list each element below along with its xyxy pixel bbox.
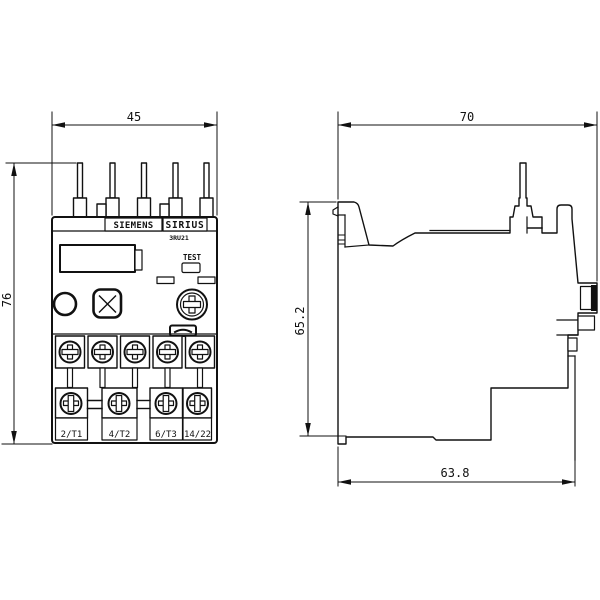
dim-65-2-label: 65.2 (293, 307, 307, 336)
indicator-right (197, 276, 216, 285)
lower-terminal-row (54, 387, 213, 419)
dim-76-label: 76 (0, 293, 14, 307)
upper-terminal-screws[interactable] (58, 340, 212, 364)
test-button[interactable] (181, 262, 201, 274)
test-label: TEST (183, 253, 202, 262)
dimension-side-width: 70 (337, 110, 598, 282)
dim-70-label: 70 (460, 110, 474, 124)
side-view (332, 162, 598, 461)
brand-label: SIEMENS (113, 221, 153, 231)
terminal-label-4: 14/22 (184, 430, 211, 440)
label-window (59, 244, 143, 273)
test-area: TEST (156, 253, 216, 285)
brand-strip: SIEMENS SIRIUS 3RU21 (104, 217, 208, 242)
front-body-outline (51, 216, 218, 444)
side-body-outline (337, 162, 598, 445)
dim-63-8-label: 63.8 (441, 466, 470, 480)
dimension-side-height: 65.2 (293, 201, 347, 437)
terminal-label-3: 6/T3 (155, 430, 177, 440)
terminal-label-1: 2/T1 (61, 430, 83, 440)
side-bottom-leg (567, 337, 578, 461)
dim-45-label: 45 (127, 110, 141, 124)
model-label: 3RU21 (169, 234, 189, 242)
lower-terminal-screws[interactable] (59, 392, 209, 415)
terminal-labels: 2/T1 4/T2 6/T3 14/22 (54, 417, 213, 441)
side-terminal-block (526, 216, 543, 234)
series-label: SIRIUS (165, 220, 204, 231)
dimension-front-height: 76 (0, 162, 77, 445)
slider-switch[interactable] (169, 324, 197, 337)
din-clip-detail (332, 206, 370, 248)
front-view: SIEMENS SIRIUS 3RU21 TEST (51, 162, 218, 444)
reset-button[interactable] (52, 291, 78, 317)
front-pins (72, 162, 214, 218)
terminal-label-2: 4/T2 (109, 430, 131, 440)
selector-screw[interactable] (176, 288, 208, 321)
side-connector (556, 285, 597, 336)
adjustment-dial[interactable] (92, 288, 123, 319)
upper-terminal-row (54, 335, 216, 389)
dimension-side-depth: 63.8 (337, 446, 576, 487)
indicator-left (156, 276, 175, 285)
